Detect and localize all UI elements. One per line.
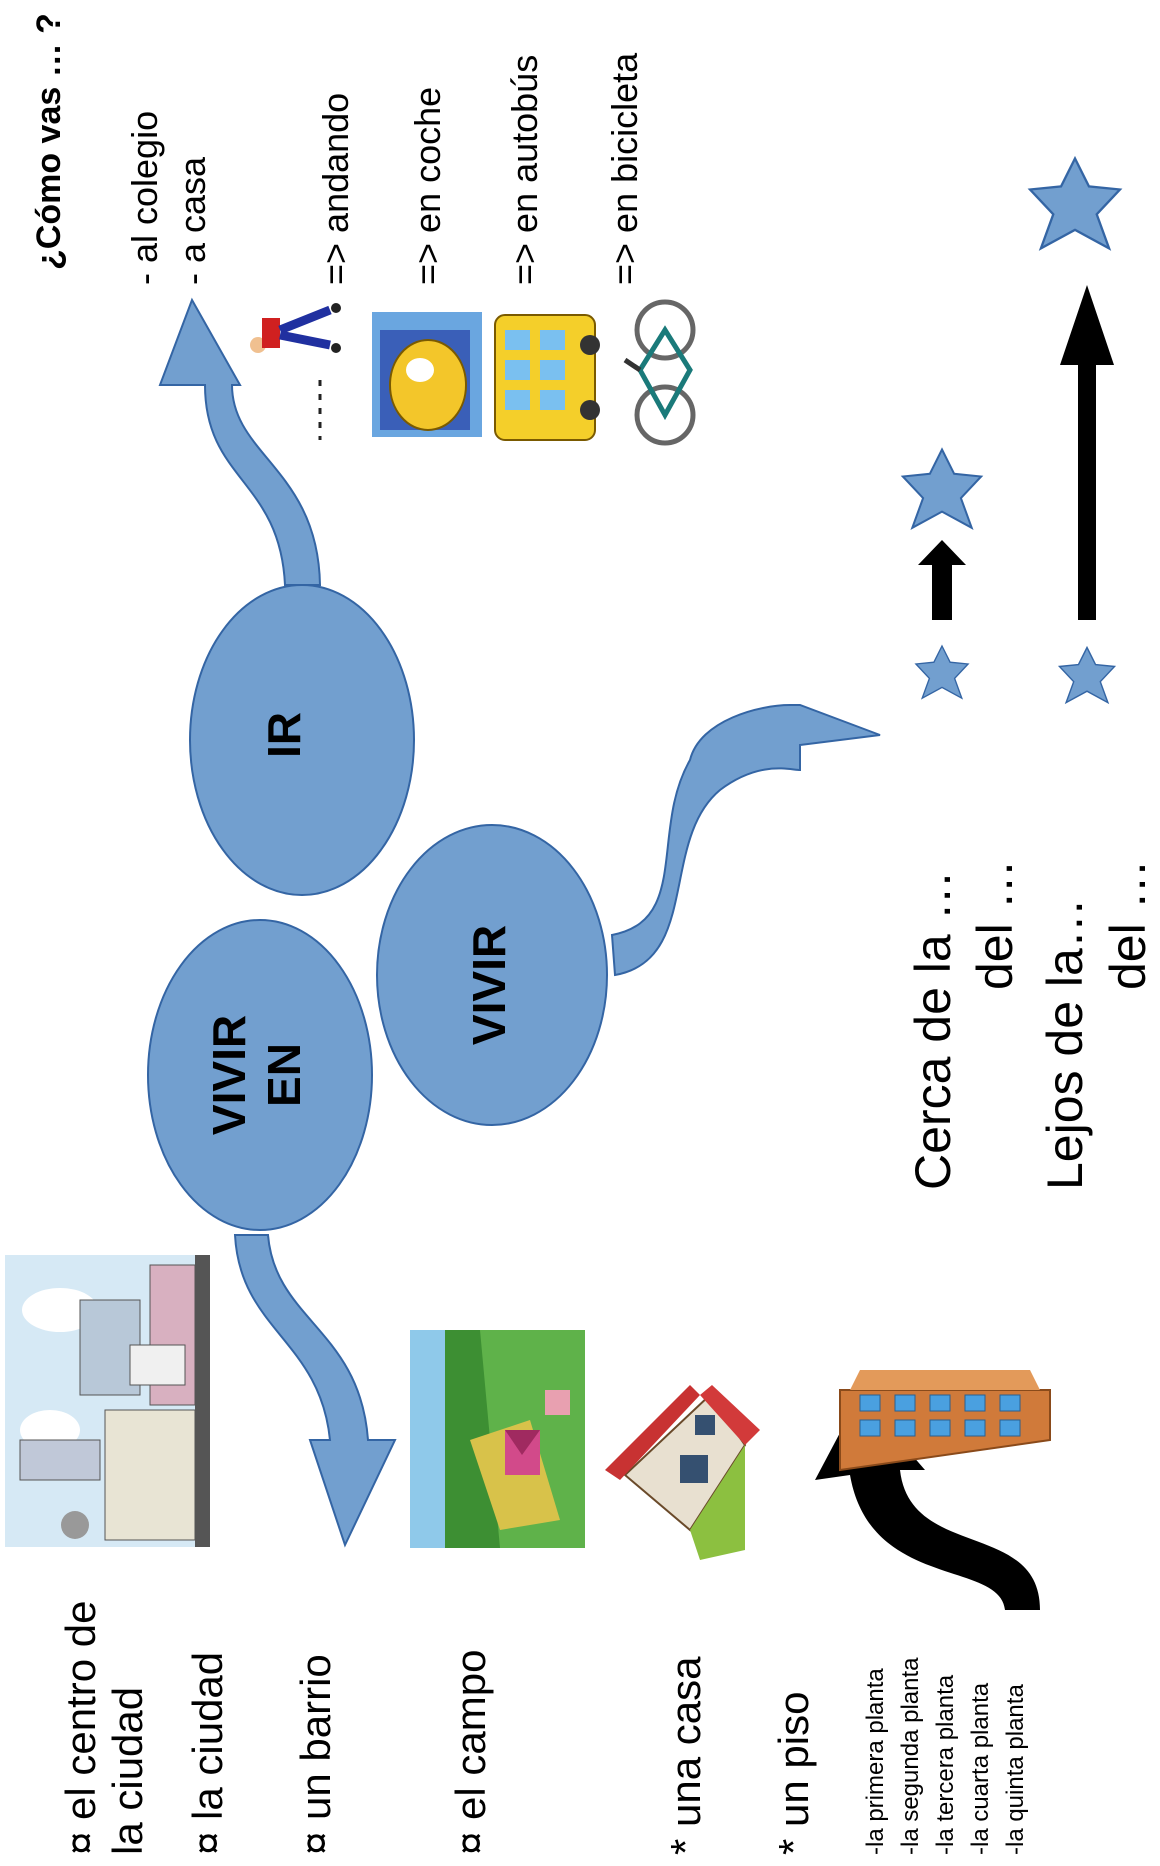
place-city: ¤ la ciudad	[184, 1652, 231, 1855]
ir-mode-bicycle: => en bicicleta	[604, 52, 645, 285]
house-illustration	[605, 1385, 760, 1560]
arrow-ir-to-transport	[158, 297, 322, 586]
countryside-illustration	[410, 1330, 585, 1548]
near-line-1: Cerca de la …	[905, 870, 961, 1190]
long-black-arrow	[1060, 285, 1114, 620]
place-countryside: ¤ el campo	[447, 1650, 494, 1855]
far-line-1: Lejos de la…	[1037, 898, 1093, 1190]
school-bus-illustration	[494, 314, 600, 441]
floor-2: -la segunda planta	[897, 1657, 924, 1855]
near-line-2: del …	[967, 859, 1023, 990]
arrow-vivir-to-distance	[610, 704, 881, 977]
apartment-building-illustration	[839, 1370, 1051, 1472]
short-black-arrow	[918, 540, 966, 620]
bubble-ir-label: IR	[258, 712, 310, 758]
star-icon	[901, 448, 983, 529]
bubble-vivir-label: VIVIR	[463, 925, 515, 1045]
ir-mode-bus: => en autobús	[504, 55, 545, 285]
floor-4: -la cuarta planta	[967, 1682, 994, 1855]
ir-destination-2: - a casa	[172, 156, 213, 285]
ir-destination-1: - al colegio	[124, 111, 165, 285]
arrow-vivir-en-to-places	[233, 1234, 397, 1548]
home-house: * una casa	[662, 1656, 709, 1855]
bubble-vivir	[376, 824, 608, 1126]
place-city-centre-line1: ¤ el centro de	[57, 1600, 104, 1855]
floor-1: -la primera planta	[862, 1668, 889, 1855]
floor-5: -la quinta planta	[1002, 1684, 1029, 1855]
ir-question: ¿Cómo vas … ?	[30, 13, 68, 270]
star-icon	[1028, 157, 1122, 250]
ir-mode-car: => en coche	[407, 87, 448, 285]
place-city-centre-line2: la ciudad	[104, 1687, 151, 1855]
home-flat: * un piso	[770, 1692, 817, 1855]
bubble-vivir-en-label-line1: VIVIR	[203, 1015, 255, 1135]
bubble-vivir-en-label-line2: EN	[258, 1043, 310, 1107]
ir-mode-walking: => andando	[315, 93, 356, 285]
bubble-vivir-en	[147, 919, 373, 1231]
city-illustration	[5, 1255, 210, 1547]
walking-person-illustration	[250, 303, 341, 440]
star-icon	[1058, 646, 1116, 704]
star-icon	[915, 645, 969, 699]
floor-3: -la tercera planta	[932, 1674, 959, 1855]
far-line-2: del …	[1100, 859, 1156, 990]
bicycle-illustration	[623, 299, 696, 446]
car-illustration	[372, 312, 482, 437]
place-neighbourhood: ¤ un barrio	[292, 1654, 339, 1855]
